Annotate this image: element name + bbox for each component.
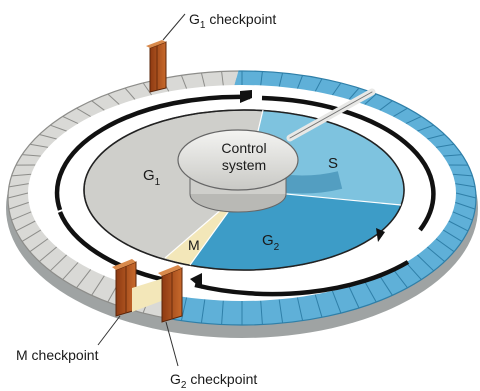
arrow-heads — [190, 90, 385, 289]
ring-segment-divider — [260, 71, 263, 86]
ring-segment-divider — [39, 134, 57, 140]
ring-segment-divider — [221, 71, 224, 86]
ring-segment-divider — [435, 238, 455, 253]
ring-segment-divider — [452, 211, 473, 221]
ring-segment-divider — [22, 154, 41, 157]
ring-segment-divider — [405, 262, 422, 280]
ring-segment-divider — [455, 183, 476, 188]
ring-segment-divider — [416, 254, 435, 272]
ring-segment-divider — [76, 107, 91, 118]
ring-segment-divider — [180, 75, 188, 89]
control-system-label-line2: system — [222, 157, 266, 173]
g1-phase-label: G1 — [143, 167, 161, 188]
ring-segment-divider — [142, 82, 153, 96]
ring-segment-divider — [29, 143, 49, 148]
ring-segment-divider — [11, 211, 32, 221]
ring-segment-divider — [260, 300, 263, 325]
control-system-cap — [177, 129, 299, 191]
arrow-head — [376, 228, 385, 242]
ring-segment-divider — [91, 275, 105, 296]
ring-segment-divider — [348, 286, 360, 309]
ring-segment-divider — [278, 72, 284, 87]
ring-segment-divider — [314, 78, 323, 92]
g2-checkpoint-label: G2 checkpoint — [170, 371, 257, 391]
arrow-head — [240, 90, 252, 103]
ring-segment-divider — [11, 173, 32, 177]
ring-segment-divider — [426, 246, 445, 262]
m-checkpoint-leader — [97, 315, 121, 346]
ring-segment-divider — [91, 100, 105, 111]
ring-segment-divider — [455, 192, 477, 199]
ring-segment-divider — [29, 238, 49, 253]
ring-segment-divider — [379, 275, 393, 296]
ring-segment-divider — [7, 192, 29, 199]
m-checkpoint-gate — [112, 259, 137, 317]
ring-segment-divider — [200, 72, 206, 87]
ring-segment-divider — [221, 300, 224, 325]
ring-segment-divider — [435, 143, 455, 148]
m-phase-label: M — [188, 237, 200, 253]
ring-segment-divider — [405, 115, 422, 125]
g2-phase-label: G2 — [262, 232, 280, 253]
ring-segment-divider — [39, 246, 58, 262]
control-system: Control system — [177, 88, 376, 213]
g1-checkpoint-leader — [162, 13, 186, 41]
ring-segment-divider — [452, 173, 473, 177]
control-system-label-line1: Control — [221, 140, 266, 156]
g2-checkpoint-gate — [158, 265, 183, 323]
ring-segment-divider — [296, 75, 304, 89]
ring-segment-divider — [107, 93, 120, 105]
g2-checkpoint-leader — [165, 321, 179, 367]
ring-segment-divider — [200, 299, 206, 324]
ring-segment-divider — [443, 154, 462, 157]
ring-segment-divider — [8, 201, 29, 210]
ring-segment-divider — [427, 134, 445, 140]
ring-segment-divider — [314, 294, 323, 318]
g1-checkpoint-label: G1 checkpoint — [189, 11, 276, 31]
ring-segment-divider — [278, 299, 284, 324]
ring-segment-divider — [62, 115, 79, 125]
ring-segment-divider — [49, 254, 68, 272]
m-gate-passage — [132, 278, 164, 312]
ring-segment-divider — [331, 82, 342, 96]
ring-segment-divider — [331, 290, 342, 314]
ring-segment-divider — [348, 87, 360, 100]
ring-segment-divider — [180, 297, 188, 321]
arrow-head — [190, 273, 202, 289]
ring-segment-divider — [124, 87, 136, 100]
ring-segment-divider — [417, 124, 434, 132]
m-checkpoint-label: M checkpoint — [16, 347, 99, 363]
ring-segment-divider — [50, 124, 67, 132]
ring-segment-divider — [364, 281, 377, 303]
ring-segment-divider — [442, 229, 463, 242]
ring-segment-divider — [364, 93, 377, 105]
ring-segment-divider — [8, 183, 29, 188]
ring-segment-divider — [21, 229, 42, 242]
ring-segment-divider — [379, 100, 393, 111]
ring-segment-divider — [448, 220, 469, 232]
g1-checkpoint-gate — [146, 40, 167, 93]
ring-segment-divider — [393, 107, 408, 118]
ring-segment-divider — [15, 220, 36, 232]
cycle-arrow — [54, 94, 436, 297]
ring-segment-divider — [296, 297, 304, 321]
ring-segment-divider — [455, 201, 476, 210]
ring-segment-divider — [392, 269, 408, 289]
s-phase-label: S — [328, 155, 338, 172]
ring-segment-divider — [76, 269, 92, 289]
ring-segment-divider — [62, 262, 79, 280]
